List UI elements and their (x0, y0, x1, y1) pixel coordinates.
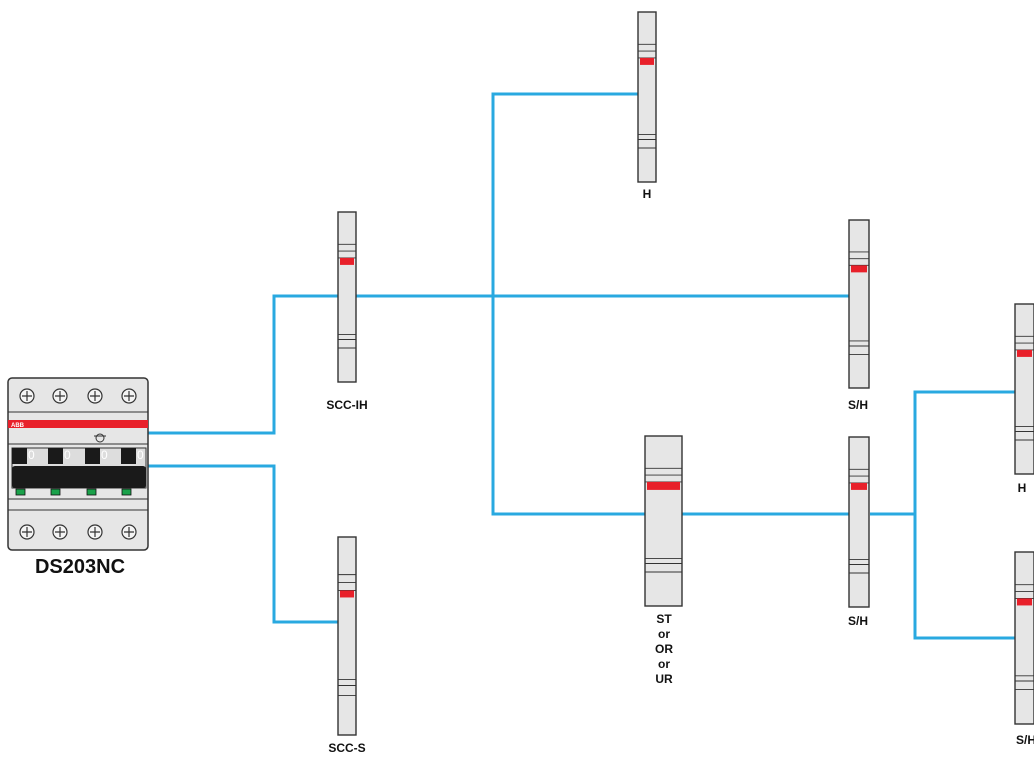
st-line-5: UR (655, 672, 673, 686)
handle-mark-2: 0 (64, 448, 71, 462)
wire-breaker-to-scc-ih (148, 294, 340, 435)
indicator-flag (340, 590, 354, 598)
indicator-flag (1017, 598, 1032, 606)
green-indicators (15, 488, 132, 496)
label-h-top: H (642, 187, 652, 201)
breaker-handles (11, 447, 147, 489)
label-sh-mid: S/H (847, 398, 868, 412)
module-h-top (637, 11, 657, 183)
st-line-2: or (658, 627, 670, 641)
circuit-breaker: ABB (7, 377, 149, 551)
label-st-stack: ST or OR or UR (624, 612, 704, 687)
module-scc-s (337, 536, 357, 736)
label-sh-right: S/H (1015, 733, 1034, 747)
module-scc-ih (337, 211, 357, 383)
label-scc-s: SCC-S (328, 741, 366, 755)
indicator-flag (851, 265, 867, 273)
wire-vertical-trunk (491, 92, 646, 516)
module-sh-right (1014, 551, 1034, 725)
handle-mark-3: 0 (101, 448, 108, 462)
label-sh-low: S/H (847, 614, 868, 628)
st-line-4: or (658, 657, 670, 671)
module-sh-mid (848, 219, 870, 389)
st-line-1: ST (656, 612, 672, 626)
indicator-flag (851, 482, 867, 490)
label-h-right: H (1017, 481, 1027, 495)
modules (337, 11, 1034, 736)
wires (148, 92, 1016, 640)
indicator-flag (640, 57, 654, 65)
brand-logo: ABB (11, 423, 25, 429)
label-scc-ih: SCC-IH (326, 398, 368, 412)
indicator-flag (647, 481, 680, 490)
module-st (644, 435, 683, 607)
module-h-right (1014, 303, 1034, 475)
module-sh-low (848, 436, 870, 608)
wire-breaker-to-scc-s (148, 464, 340, 624)
handle-mark-4: 0 (137, 448, 144, 462)
brand-band (8, 420, 148, 428)
wire-branch-upper (913, 390, 1016, 514)
breaker-label: DS203NC (34, 556, 126, 578)
test-symbol-icon (94, 433, 106, 443)
indicator-flag (340, 257, 354, 265)
wire-branch-lower (913, 514, 1016, 640)
handle-mark-1: 0 (28, 448, 35, 462)
indicator-flag (1017, 349, 1032, 357)
top-terminal-screws (19, 388, 137, 404)
st-line-3: OR (655, 642, 673, 656)
bottom-terminal-screws (19, 524, 137, 540)
